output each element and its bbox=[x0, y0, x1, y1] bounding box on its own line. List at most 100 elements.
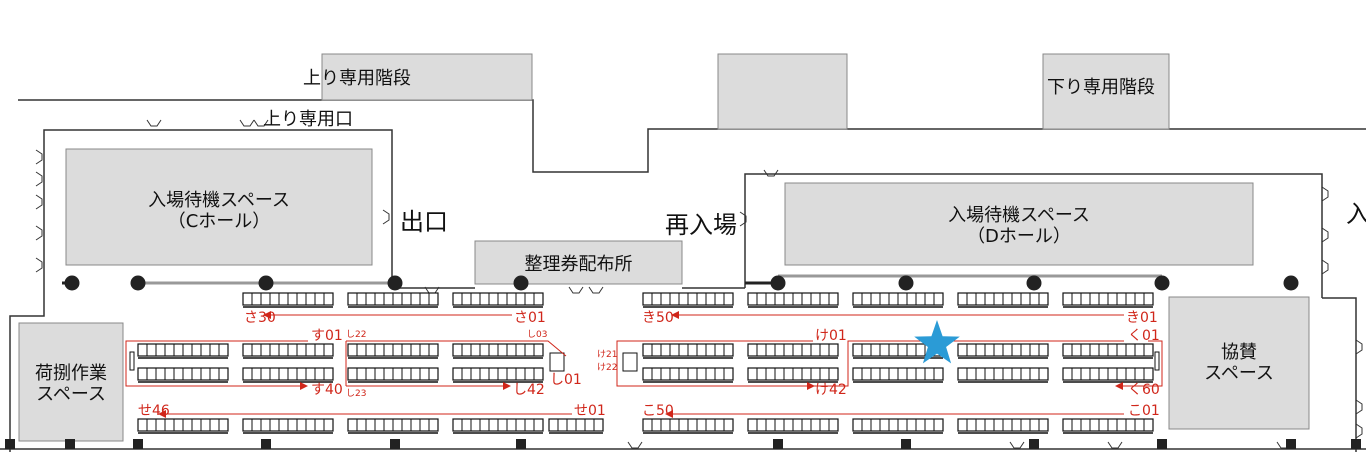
doors bbox=[35, 119, 1363, 449]
booth-top-right-2 bbox=[747, 292, 839, 308]
route-label-shi23: し23 bbox=[346, 389, 367, 399]
route-label-ko01: こ01 bbox=[1128, 403, 1160, 419]
route-label-se46: せ46 bbox=[138, 403, 170, 419]
booth-bottom-left-5 bbox=[548, 418, 604, 434]
booth-top-right-4 bbox=[957, 292, 1049, 308]
booth-bottom-left-4 bbox=[452, 418, 544, 434]
booth-top-right-5 bbox=[1062, 292, 1154, 308]
booth-bottom-right-5 bbox=[1062, 418, 1154, 434]
entrance-label: 入 bbox=[1346, 200, 1366, 228]
pillar-2 bbox=[130, 275, 146, 291]
up-stairs-zone bbox=[321, 53, 533, 101]
up-entrance-label: 上り専用口 bbox=[263, 109, 353, 130]
door-v-8 bbox=[1321, 186, 1329, 202]
booth-top-left-2 bbox=[347, 292, 439, 308]
booth-mid-left-r2-3 bbox=[347, 367, 439, 383]
booth-mid-left-r1-4 bbox=[452, 343, 544, 359]
booth-mid-left-r2-4 bbox=[452, 367, 544, 383]
booth-bottom-left-1 bbox=[137, 418, 229, 434]
pillar-8 bbox=[1026, 275, 1042, 291]
baggage-space-zone bbox=[18, 322, 124, 442]
booth-top-right-3 bbox=[852, 292, 944, 308]
door-h-5 bbox=[568, 286, 584, 294]
door-v-5 bbox=[35, 257, 43, 273]
hall-c-foyer-wall bbox=[43, 129, 393, 288]
door-h-2 bbox=[239, 119, 255, 127]
route-ke-ku bbox=[813, 340, 1124, 387]
booth-bottom-left-3 bbox=[347, 418, 439, 434]
booth-mid-left-r1-2 bbox=[242, 343, 334, 359]
down-stairs-label: 下り専用階段 bbox=[1047, 77, 1155, 98]
door-v-2 bbox=[35, 171, 43, 187]
bottom-pillar-4 bbox=[390, 439, 400, 449]
door-v-4 bbox=[35, 225, 43, 241]
waiting-space-c-label: 入場待機スペース （Cホール） bbox=[148, 190, 290, 232]
waiting-space-c-zone bbox=[65, 148, 373, 266]
booth-bottom-right-1 bbox=[642, 418, 734, 434]
pillar-1 bbox=[64, 275, 80, 291]
route-label-ku01: く01 bbox=[1128, 328, 1160, 344]
route-shi-top bbox=[346, 340, 567, 357]
bottom-pillar-5 bbox=[516, 439, 526, 449]
island-end-ku bbox=[1154, 351, 1160, 371]
island-end-shi bbox=[549, 352, 565, 372]
booth-mid-right-r2-2 bbox=[747, 367, 839, 383]
up-stairs-label: 上り専用階段 bbox=[303, 68, 411, 89]
star-icon[interactable] bbox=[914, 320, 960, 364]
hall-d-right-wall bbox=[1322, 297, 1357, 452]
route-label-ke01: け01 bbox=[815, 328, 847, 344]
booth-mid-right-r2-4 bbox=[957, 367, 1049, 383]
pillar-6 bbox=[770, 275, 786, 291]
route-label-se01: せ01 bbox=[574, 403, 606, 419]
pillar-4 bbox=[387, 275, 403, 291]
booth-top-left-1 bbox=[242, 292, 334, 308]
door-v-3 bbox=[35, 194, 43, 210]
route-label-ke22: け22 bbox=[597, 363, 618, 373]
bottom-pillar-3 bbox=[261, 439, 271, 449]
booth-mid-right-r2-3 bbox=[852, 367, 944, 383]
pillar-3 bbox=[258, 275, 274, 291]
door-h-3 bbox=[253, 119, 269, 127]
route-label-sa30: さ30 bbox=[244, 310, 276, 326]
route-label-shi03: し03 bbox=[527, 330, 548, 340]
bottom-pillar-9 bbox=[1157, 439, 1167, 449]
reentry-label: 再入場 bbox=[665, 211, 737, 239]
door-v-7 bbox=[739, 211, 747, 227]
pillar-5 bbox=[513, 275, 529, 291]
booth-mid-left-r2-1 bbox=[137, 367, 229, 383]
door-v-13 bbox=[1355, 423, 1363, 439]
island-end-su bbox=[129, 351, 135, 371]
sponsor-space-zone bbox=[1168, 296, 1310, 430]
route-ku bbox=[1115, 340, 1163, 390]
bottom-pillar-6 bbox=[773, 439, 783, 449]
door-h-1 bbox=[146, 119, 162, 127]
booth-top-right-1 bbox=[642, 292, 734, 308]
route-label-ke21: け21 bbox=[597, 350, 618, 360]
door-v-10 bbox=[1321, 259, 1329, 275]
door-v-9 bbox=[1321, 227, 1329, 243]
hall-d-foyer-wall bbox=[744, 173, 1323, 298]
route-label-ki01: き01 bbox=[1126, 310, 1158, 326]
pillar-9 bbox=[1154, 275, 1170, 291]
booth-mid-left-r1-1 bbox=[137, 343, 229, 359]
pillar-7 bbox=[898, 275, 914, 291]
door-v-1 bbox=[35, 149, 43, 165]
down-stairs-zone bbox=[1042, 53, 1170, 130]
route-label-ki50: き50 bbox=[642, 310, 674, 326]
route-label-su01: す01 bbox=[311, 328, 343, 344]
booth-bottom-right-3 bbox=[852, 418, 944, 434]
door-h-7 bbox=[763, 169, 779, 177]
pillar-10 bbox=[1283, 275, 1299, 291]
bottom-pillar-11 bbox=[5, 439, 15, 449]
ticket-distribution-label: 整理券配布所 bbox=[524, 254, 633, 275]
door-h-9 bbox=[1107, 441, 1123, 449]
booth-mid-right-r2-5 bbox=[1062, 367, 1154, 383]
booth-bottom-right-2 bbox=[747, 418, 839, 434]
booth-bottom-right-4 bbox=[957, 418, 1049, 434]
bottom-pillar-8 bbox=[1029, 439, 1039, 449]
booth-mid-right-r1-1 bbox=[642, 343, 734, 359]
island-end-ke bbox=[622, 352, 638, 372]
door-h-6 bbox=[588, 286, 604, 294]
route-label-shi22: し22 bbox=[346, 330, 367, 340]
